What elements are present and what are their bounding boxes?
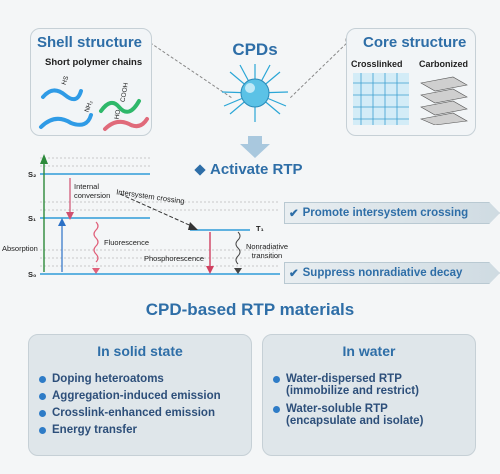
list-item: Water-soluble RTP (encapsulate and isola…	[273, 403, 423, 427]
crosslinked-label: Crosslinked	[351, 59, 403, 69]
bullet-icon	[39, 375, 46, 383]
s2-label: S₂	[28, 170, 37, 179]
absorption-label: Absorption	[2, 244, 38, 253]
bullet-icon	[273, 405, 280, 413]
list-item: Water-dispersed RTP (immobilize and rest…	[273, 373, 423, 397]
suppress-decay-label: Suppress nonradiative decay	[302, 267, 463, 279]
check-icon: ✔	[289, 208, 299, 220]
shell-structure-subtitle: Short polymer chains	[45, 57, 143, 68]
list-item: Doping heteroatoms	[39, 373, 221, 385]
solid-state-title: In solid state	[97, 343, 183, 359]
promote-isc-label: Promote intersystem crossing	[302, 207, 469, 219]
promote-isc-banner: ✔ Promote intersystem crossing	[284, 202, 500, 224]
internal-conversion-label: Internal conversion	[74, 182, 111, 200]
list-item: Energy transfer	[39, 424, 221, 436]
s1-label: S₁	[28, 214, 37, 223]
list-item: Aggregation-induced emission	[39, 390, 221, 402]
check-icon: ✔	[289, 268, 299, 280]
cpd-particle-illustration	[221, 64, 289, 122]
activate-rtp-label: Activate RTP	[210, 161, 303, 178]
nonradiative-transition-label: Nonradiative transition	[245, 242, 289, 260]
crosslinked-network-illustration	[353, 73, 409, 125]
carbonized-label: Carbonized	[419, 59, 469, 69]
materials-title: CPD-based RTP materials	[145, 300, 355, 319]
suppress-decay-banner: ✔ Suppress nonradiative decay	[284, 262, 500, 284]
phosphorescence-label: Phosphorescence	[144, 254, 205, 263]
water-list: Water-dispersed RTP (immobilize and rest…	[273, 373, 423, 427]
bullet-icon	[39, 426, 46, 434]
bullet-icon	[39, 392, 46, 400]
fluorescence-label: Fluorescence	[104, 238, 150, 247]
list-item: Crosslink-enhanced emission	[39, 407, 221, 419]
bullet-icon	[273, 375, 280, 383]
shell-structure-panel: Shell structure Short polymer chains HS …	[30, 28, 152, 136]
jablonski-diagram	[40, 154, 280, 275]
down-arrow-icon	[240, 136, 270, 158]
water-panel: In water Water-dispersed RTP (immobilize…	[262, 334, 476, 456]
core-structure-title: Core structure	[363, 34, 467, 51]
water-title: In water	[342, 343, 396, 359]
s0-label: S₀	[28, 270, 37, 279]
cpds-label: CPDs	[232, 40, 278, 59]
activate-rtp-heading: Activate RTP	[194, 161, 303, 178]
solid-state-panel: In solid state Doping heteroatoms Aggreg…	[28, 334, 252, 456]
shell-structure-title: Shell structure	[37, 34, 143, 51]
core-structure-panel: Core structure Crosslinked Carbonized	[346, 28, 476, 136]
solid-state-list: Doping heteroatoms Aggregation-induced e…	[39, 373, 221, 436]
carbonized-layers-illustration	[419, 76, 468, 125]
t1-label: T₁	[256, 224, 264, 233]
bullet-icon	[39, 409, 46, 417]
polymer-chains-illustration	[39, 88, 149, 131]
